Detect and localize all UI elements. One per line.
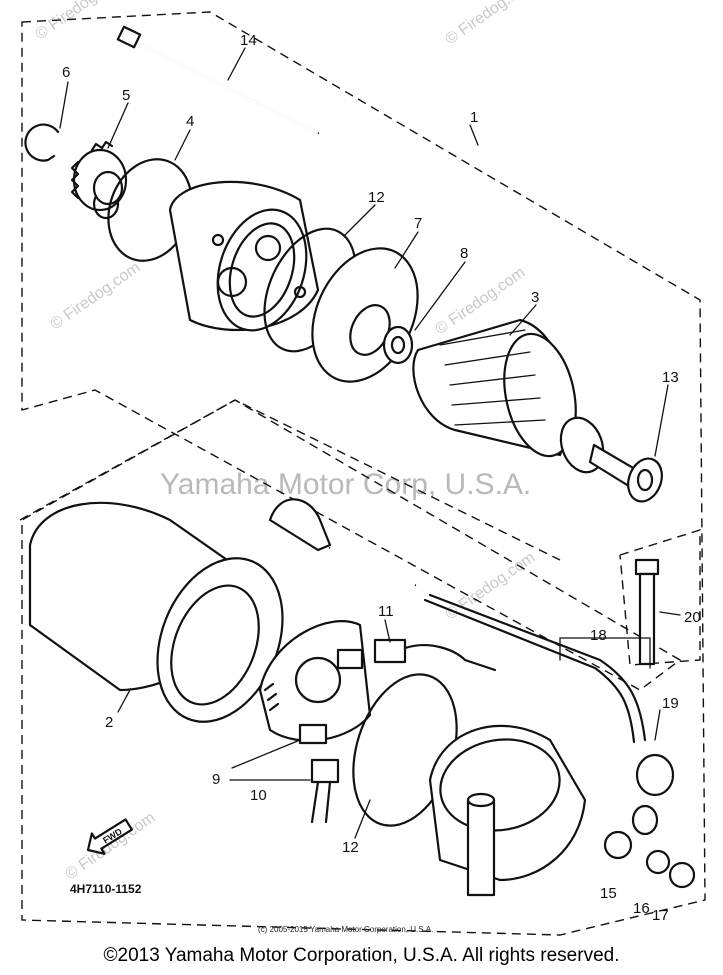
callout-14: 14	[240, 32, 257, 49]
fine-print: (c) 2005-2015 Yamaha Motor Corporation, …	[258, 925, 433, 934]
watermark-tile: © Firedog.com	[33, 0, 129, 43]
mounting-bolt	[634, 558, 660, 666]
callout-4: 4	[186, 113, 194, 130]
callout-9: 9	[212, 771, 220, 788]
armature	[412, 318, 642, 490]
nut-15	[603, 830, 633, 860]
callout-1: 1	[470, 109, 478, 126]
inner-outline	[19, 399, 561, 561]
callout-labels: 1 2 3 4 5 6 7 8 9 10 11 12 12 13 14 15 1…	[62, 32, 701, 924]
gear-housing	[168, 180, 320, 332]
callout-13: 13	[662, 369, 679, 386]
bolt-outline	[619, 529, 701, 666]
pinion-gear	[70, 140, 128, 220]
callout-16: 16	[633, 900, 650, 917]
callout-2: 2	[105, 714, 113, 731]
brush	[310, 758, 340, 784]
circlip	[24, 123, 60, 162]
end-cover	[428, 724, 587, 897]
through-bolt	[116, 25, 320, 135]
watermark-tile: © Firedog.com	[48, 259, 144, 333]
callout-17: 17	[652, 907, 669, 924]
callout-11: 11	[378, 603, 394, 620]
washer-8	[382, 325, 414, 365]
part-code: 4H7110-1152	[70, 882, 142, 896]
assembly-outline	[21, 11, 706, 936]
callout-20: 20	[684, 609, 701, 626]
callout-6: 6	[62, 64, 70, 81]
callout-3: 3	[531, 289, 539, 306]
copyright-footer: ©2013 Yamaha Motor Corporation, U.S.A. A…	[103, 945, 620, 966]
terminal-lead	[373, 638, 497, 672]
callout-12a: 12	[368, 189, 385, 206]
washer-13	[627, 457, 663, 503]
callout-7: 7	[414, 215, 422, 232]
washer-16	[645, 849, 671, 875]
callout-19: 19	[662, 695, 679, 712]
callout-8: 8	[460, 245, 468, 262]
leader-lines	[59, 47, 681, 839]
callout-5: 5	[122, 87, 130, 104]
brush-holder	[258, 620, 372, 745]
watermark-tile: © Firedog.com	[63, 809, 159, 883]
callout-12b: 12	[342, 839, 359, 856]
watermark-tile: © Firedog.com	[443, 0, 539, 48]
watermark-center: Yamaha Motor Corp, U.S.A.	[160, 468, 531, 501]
callout-15: 15	[600, 885, 617, 902]
starter-cable	[268, 498, 675, 836]
nut-17	[668, 861, 696, 889]
yoke-housing	[28, 501, 284, 723]
callout-18: 18	[590, 627, 607, 644]
callout-10: 10	[250, 787, 267, 804]
